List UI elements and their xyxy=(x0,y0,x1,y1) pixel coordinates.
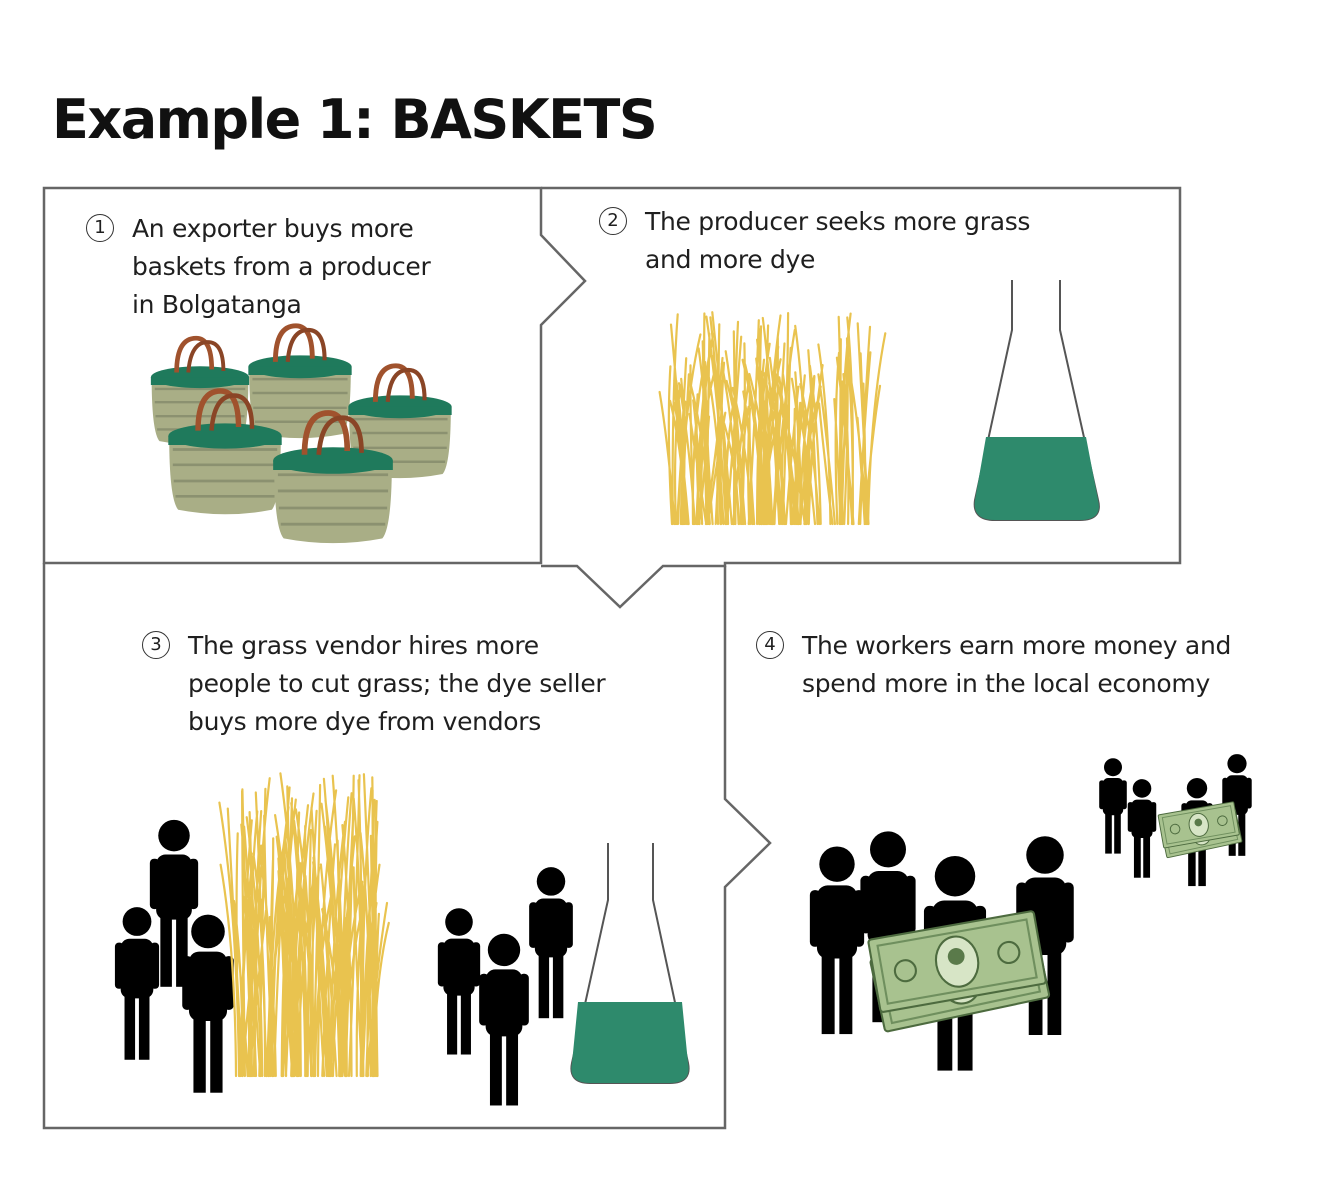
page-title: Example 1: BASKETS xyxy=(52,88,658,151)
grass-icon xyxy=(658,311,887,526)
step-3-text: The grass vendor hires more people to cu… xyxy=(188,631,606,736)
step-1-text: An exporter buys more baskets from a pro… xyxy=(132,214,431,319)
step-4: 4 The workers earn more money and spend … xyxy=(756,627,1232,703)
step-1: 1 An exporter buys more baskets from a p… xyxy=(86,210,431,324)
step-2-number: 2 xyxy=(599,207,627,235)
step-1-number: 1 xyxy=(86,214,114,242)
person-icon xyxy=(437,867,573,1106)
step-2: 2 The producer seeks more grass and more… xyxy=(599,203,1031,279)
panel-3-border xyxy=(42,563,772,1130)
grass-icon xyxy=(218,772,390,1078)
panel-1-border xyxy=(42,186,587,565)
panel-borders xyxy=(42,186,1182,1130)
step-4-text: The workers earn more money and spend mo… xyxy=(802,631,1232,698)
step-3-number: 3 xyxy=(142,631,170,659)
step-2-text: The producer seeks more grass and more d… xyxy=(645,207,1031,274)
step-4-number: 4 xyxy=(756,631,784,659)
flask-icon xyxy=(973,280,1100,521)
step-3: 3 The grass vendor hires more people to … xyxy=(142,627,606,741)
person-icon xyxy=(114,819,234,1093)
flask-icon xyxy=(570,843,690,1084)
basket-icon xyxy=(151,326,452,543)
